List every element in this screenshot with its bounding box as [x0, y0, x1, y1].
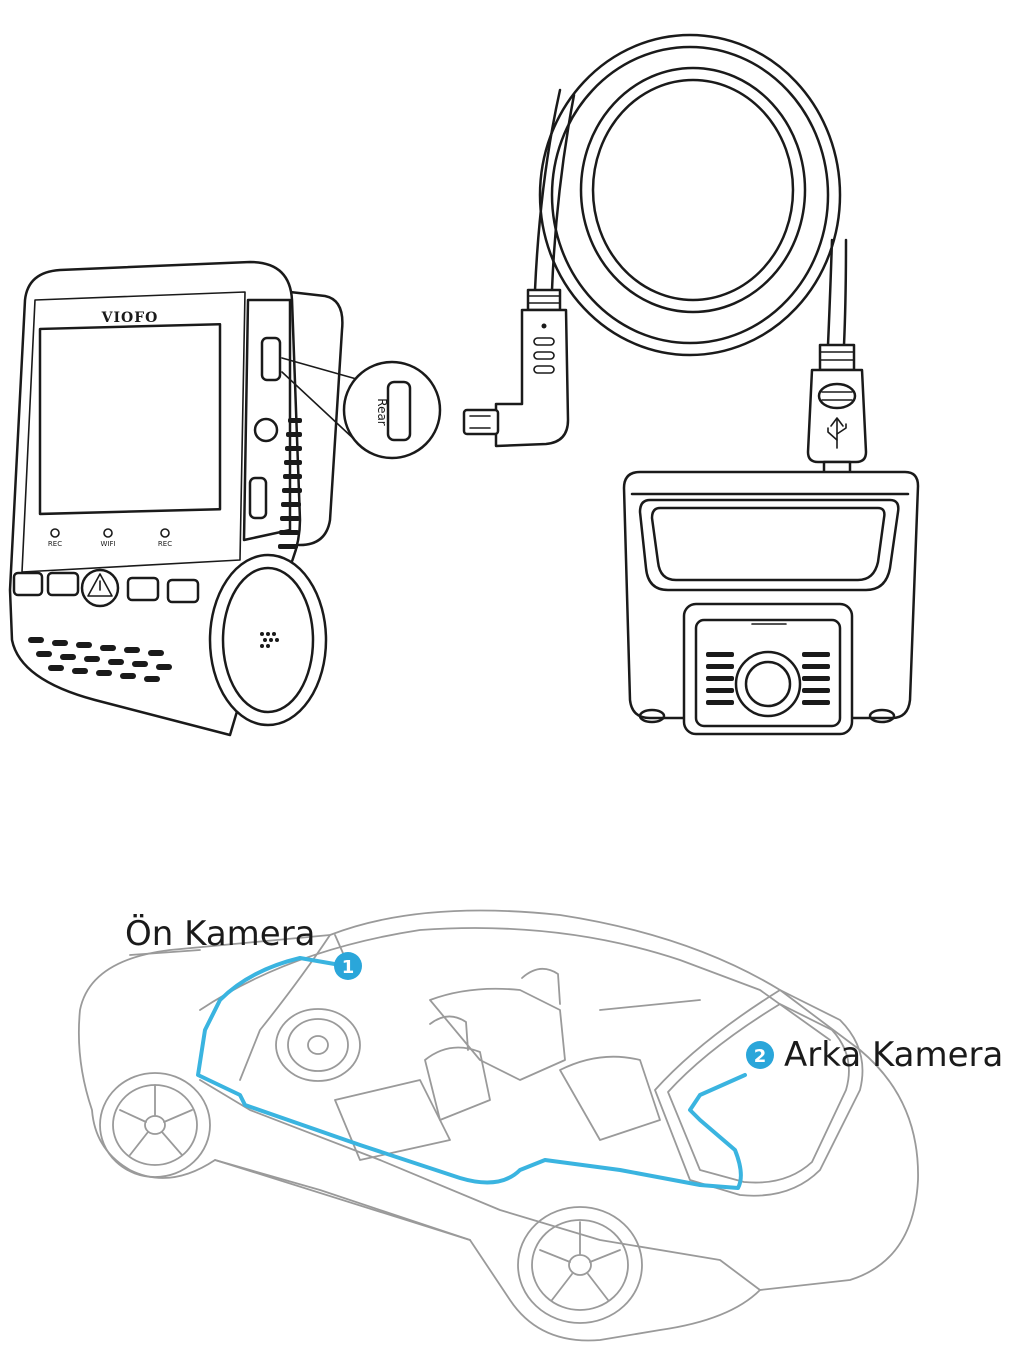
indicator-label-3: REC	[158, 540, 172, 548]
front-marker-number: 1	[342, 957, 355, 978]
brand-logo: VIOFO	[101, 310, 159, 326]
usb-port	[248, 476, 268, 520]
rear-camera-cable	[533, 33, 848, 357]
indicator-label-1: REC	[48, 540, 62, 548]
lens-icon	[734, 650, 802, 718]
rear-wheel	[517, 1206, 643, 1324]
indicator-icons: REC WIFI REC	[48, 528, 172, 548]
rear-marker-number: 2	[754, 1046, 767, 1067]
button-row	[12, 568, 200, 608]
rear-lens-housing	[208, 553, 328, 727]
speaker-grille-icon	[260, 632, 279, 648]
dashcam-screen	[38, 322, 222, 516]
rear-camera-marker: 2	[746, 1041, 774, 1069]
vent-slots	[28, 637, 172, 682]
indicator-label-2: WIFI	[100, 540, 115, 548]
rear-camera	[622, 470, 920, 736]
warning-triangle-icon	[87, 573, 113, 597]
car-illustration: 1 2 Ön Kamera Arka Kamera	[78, 909, 1003, 1342]
rear-port	[260, 336, 282, 382]
right-angle-plug	[462, 288, 570, 448]
port-zoom-callout: Rear	[281, 357, 442, 460]
side-ribs	[278, 418, 302, 549]
usb-icon	[827, 417, 847, 449]
cable-route	[196, 956, 747, 1190]
rear-port-label: Rear	[375, 398, 389, 426]
usb-plug	[806, 343, 868, 476]
front-wheel	[99, 1072, 211, 1178]
front-camera-marker: 1	[334, 952, 362, 980]
steering-wheel	[275, 1008, 361, 1082]
rear-camera-label: Arka Kamera	[784, 1035, 1003, 1075]
front-dashcam: VIOFO REC WIFI REC	[8, 260, 344, 737]
front-camera-label: Ön Kamera	[125, 913, 316, 954]
mic-port	[253, 417, 279, 443]
